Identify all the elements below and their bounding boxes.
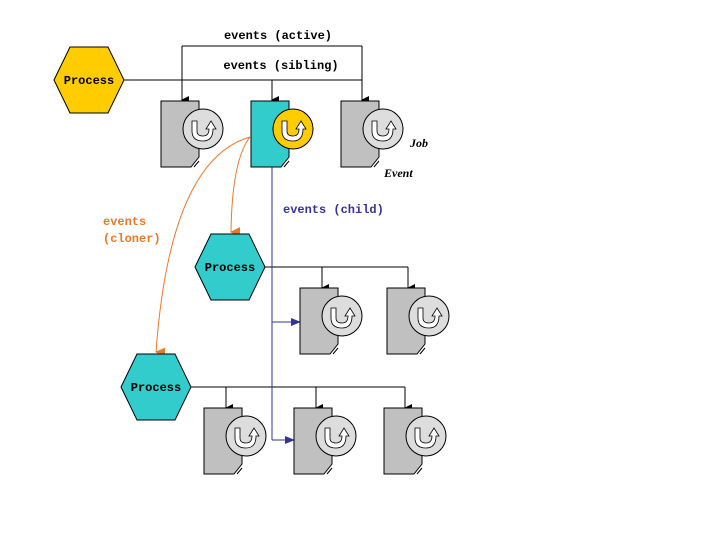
process-bottom-label: Process xyxy=(131,381,181,395)
legend-job: Job xyxy=(409,136,428,150)
process-mid[interactable]: Process xyxy=(194,233,266,301)
job-icon[interactable] xyxy=(386,287,450,355)
job-icon[interactable] xyxy=(160,100,224,168)
process-top-label: Process xyxy=(64,74,114,88)
job-icon[interactable] xyxy=(299,287,363,355)
process-bottom[interactable]: Process xyxy=(120,353,192,421)
legend-event: Event xyxy=(383,166,413,180)
connectors-top xyxy=(124,45,369,104)
process-mid-label: Process xyxy=(205,261,255,275)
process-top[interactable]: Process xyxy=(53,46,125,114)
label-events-child: events (child) xyxy=(283,203,384,217)
job-icon-active[interactable] xyxy=(250,100,314,168)
job-icon[interactable] xyxy=(383,407,447,475)
label-events-sibling: events (sibling) xyxy=(223,59,338,73)
job-icon[interactable] xyxy=(340,100,404,168)
connectors-mid xyxy=(265,266,415,292)
job-icon[interactable] xyxy=(293,407,357,475)
label-events-active: events (active) xyxy=(224,29,332,43)
label-events-cloner-2: (cloner) xyxy=(103,232,161,246)
child-events-line xyxy=(271,167,301,444)
cloner-events-curves xyxy=(155,136,251,358)
job-icon[interactable] xyxy=(203,407,267,475)
connectors-bottom xyxy=(191,386,412,412)
label-events-cloner-1: events xyxy=(103,215,146,229)
